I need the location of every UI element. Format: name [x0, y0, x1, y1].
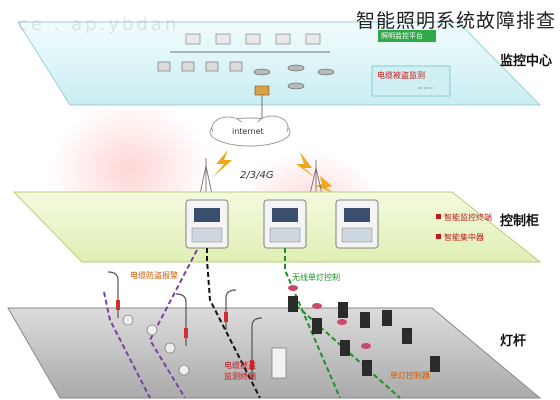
lamp-base	[116, 300, 254, 370]
cable-link	[103, 291, 151, 399]
cable-link	[148, 249, 198, 399]
street-lamp-icon	[107, 271, 263, 380]
lightning-icon	[212, 150, 232, 178]
cable-alarm-label: 电缆防盗报警	[130, 271, 178, 280]
detector-label-line2: 监测终端	[224, 372, 256, 381]
router-row	[253, 64, 335, 90]
concentrator-bullet	[436, 234, 441, 239]
cabinet-device	[335, 199, 379, 249]
antenna-icon	[199, 158, 323, 195]
wireless-control-label: 无线单灯控制	[292, 273, 340, 282]
layer-label-control: 控制柜	[500, 214, 540, 229]
lamp-head-icon	[288, 285, 371, 349]
watermark: ce . ap.ybdan	[18, 14, 180, 35]
cabinet-device	[263, 199, 307, 249]
single-controller-label: 单灯控制器	[390, 371, 430, 380]
wireless-link	[284, 248, 341, 399]
lightning-icon	[316, 176, 340, 196]
server-row	[185, 33, 321, 45]
wireless-label: 2/3/4G	[240, 170, 274, 181]
internet-label: internet	[232, 127, 264, 136]
camera-icon	[122, 314, 190, 376]
terminal-bullet	[436, 214, 441, 219]
cable-monitor-panel	[371, 65, 451, 97]
cabinet-device	[185, 199, 229, 249]
layer-label-monitor: 监控中心	[500, 54, 553, 69]
single-lamp-controller-icon	[288, 296, 440, 376]
lightning-icon	[296, 152, 318, 180]
terminal-label: 智能监控终端	[444, 213, 492, 222]
gateway-device	[254, 85, 270, 96]
cable-detector-device	[271, 347, 287, 379]
detector-label-line1: 电缆被盗	[224, 361, 256, 370]
page-title: 智能照明系统故障排查	[355, 10, 556, 32]
platform-top-tag-text: 照明监控平台	[381, 32, 423, 40]
layer-label-pole: 灯杆	[500, 334, 527, 349]
workstation-row	[157, 61, 243, 72]
cable-monitor-label: 电缆被盗监测	[377, 71, 425, 80]
internet-cloud	[209, 115, 291, 147]
more-dots: ······	[418, 84, 434, 93]
cable-link	[206, 248, 261, 399]
concentrator-label: 智能集中器	[444, 233, 484, 242]
platform-top-tag	[378, 30, 436, 42]
